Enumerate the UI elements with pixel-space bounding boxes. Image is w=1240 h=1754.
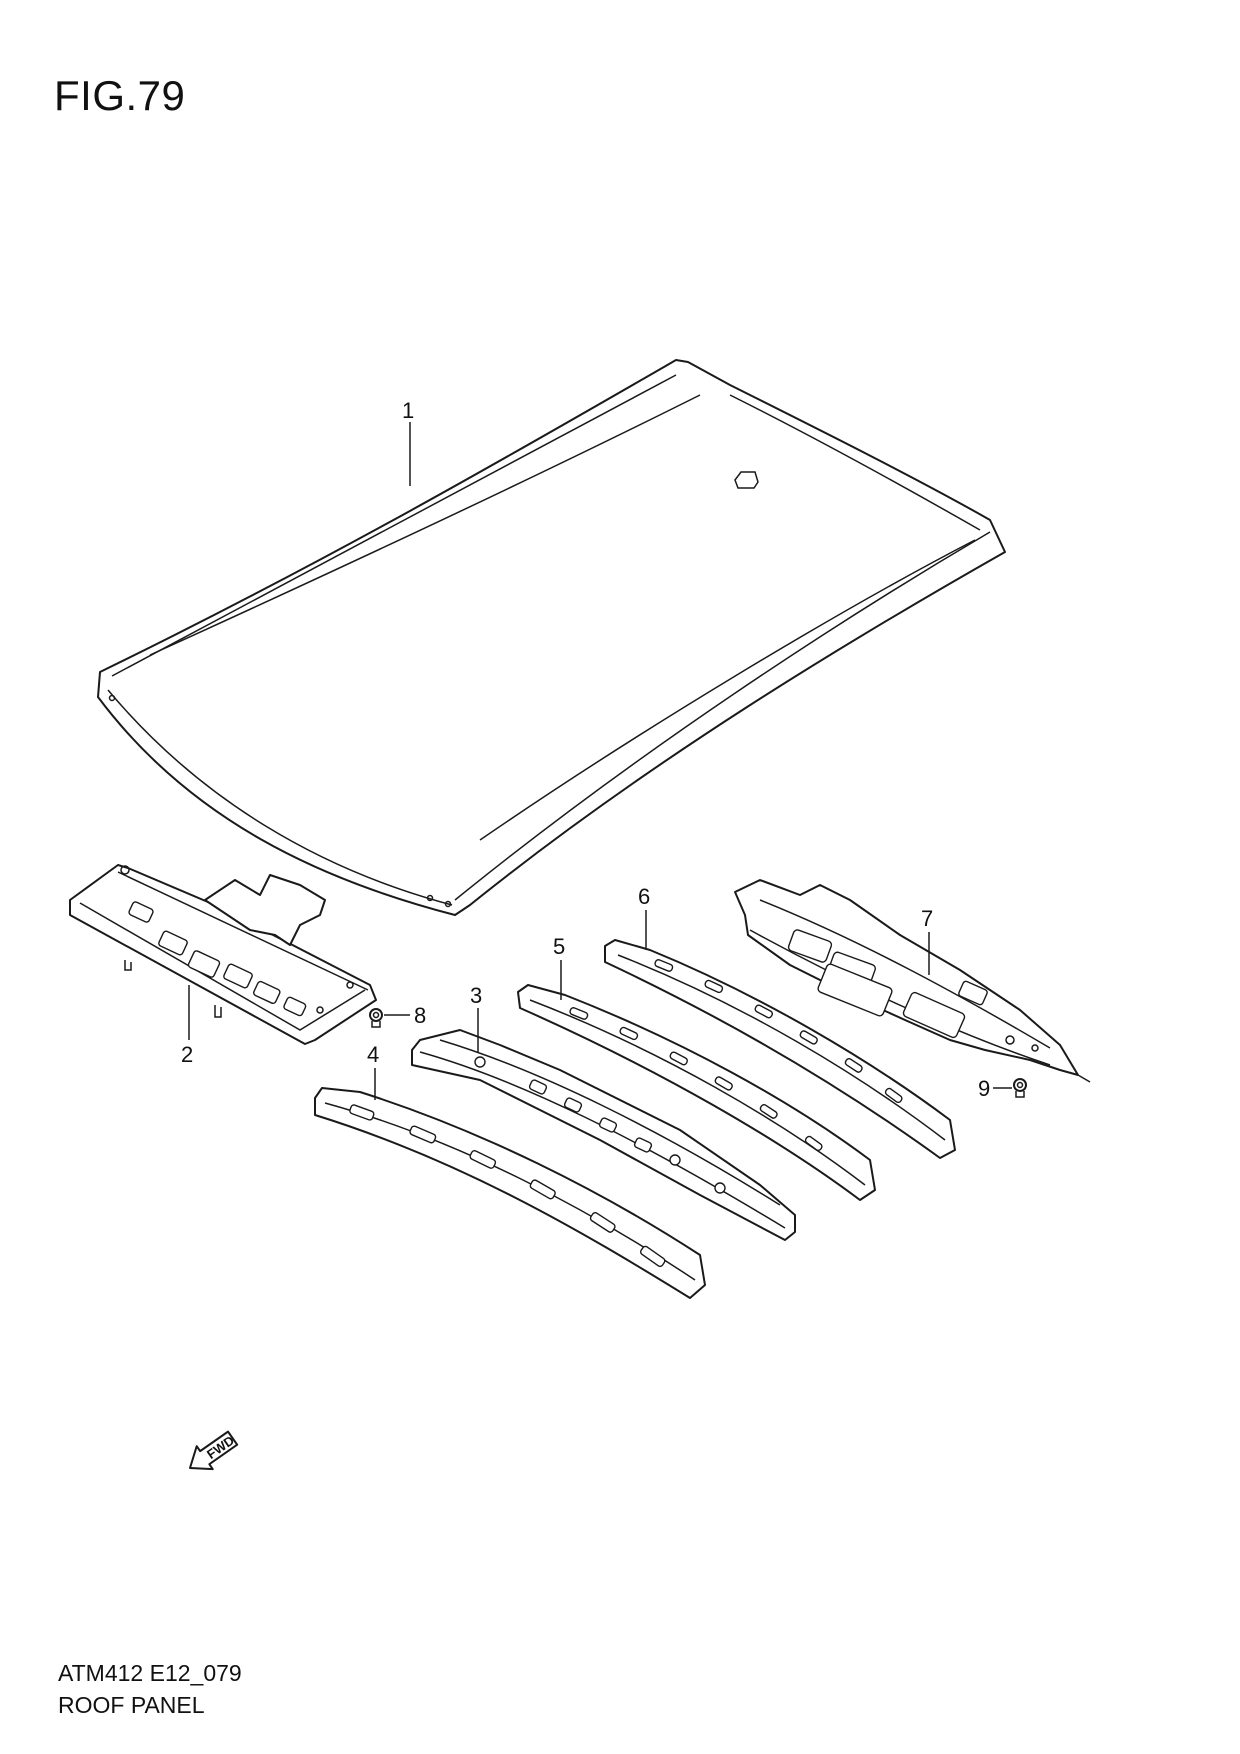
part-2-front-roof-header[interactable] — [69, 864, 377, 1045]
callout-4: 4 — [367, 1042, 379, 1067]
forward-arrow-icon: FWD — [189, 1430, 239, 1471]
callout-2: 2 — [181, 1042, 193, 1067]
part-7-rear-roof-header[interactable] — [734, 879, 1091, 1083]
part-1-roof-panel[interactable] — [97, 359, 1006, 916]
part-8-fastener[interactable] — [369, 1008, 383, 1028]
callout-9: 9 — [978, 1076, 990, 1101]
part-5-roof-bow[interactable] — [517, 984, 876, 1201]
callout-7: 7 — [921, 906, 933, 931]
callout-1: 1 — [402, 398, 414, 423]
callout-8: 8 — [414, 1003, 426, 1028]
part-4-roof-bow[interactable] — [314, 1087, 706, 1299]
figure-name: ROOF PANEL — [58, 1692, 205, 1718]
callout-5: 5 — [553, 934, 565, 959]
callout-3: 3 — [470, 983, 482, 1008]
figure-title: FIG.79 — [54, 72, 186, 119]
part-3-roof-bow[interactable] — [411, 1029, 796, 1241]
figure-code: ATM412 E12_079 — [58, 1660, 242, 1686]
part-6-roof-bow[interactable] — [604, 939, 956, 1159]
part-9-fastener[interactable] — [1013, 1078, 1027, 1098]
callout-6: 6 — [638, 884, 650, 909]
